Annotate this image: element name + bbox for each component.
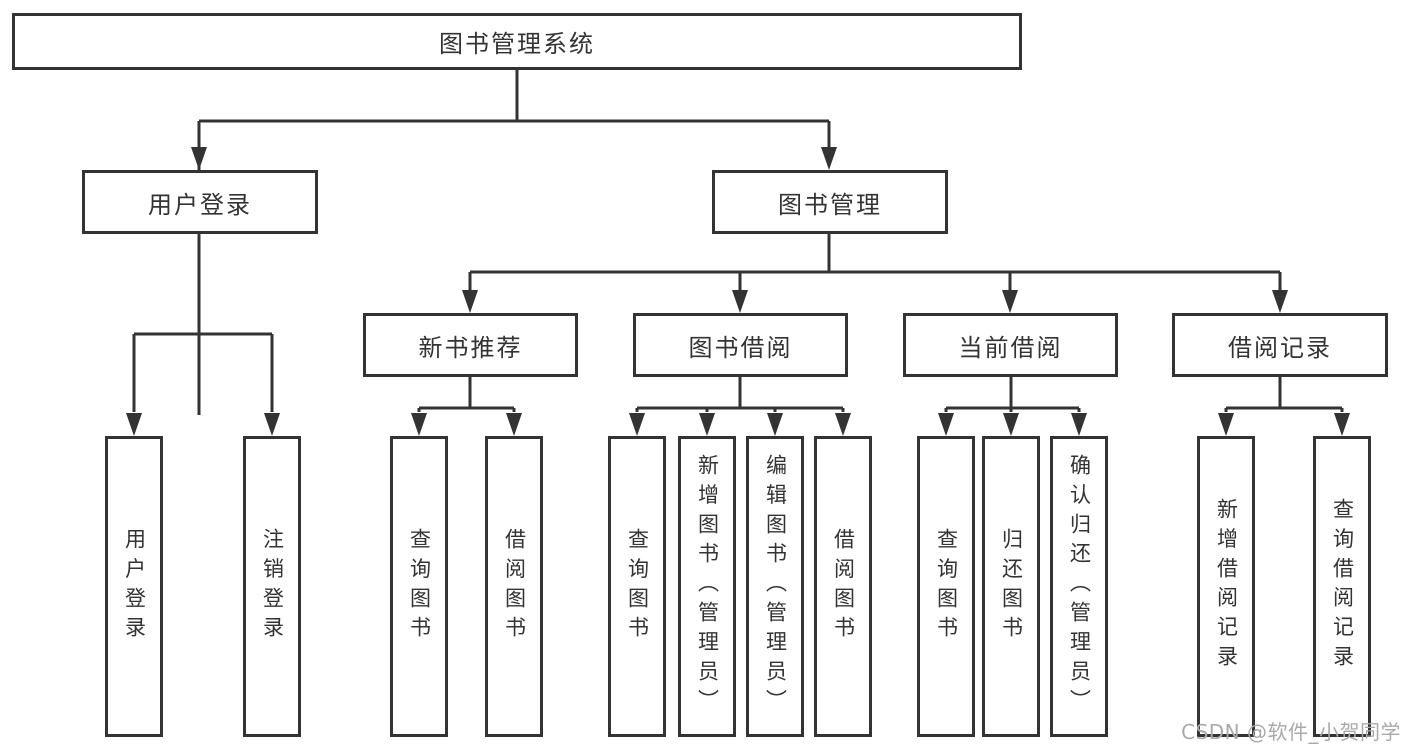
leaf-label: 确认归还（管理员） (1067, 454, 1092, 719)
leaf-add-book-admin: 新增图书（管理员） (678, 436, 736, 737)
arrowhead (1003, 413, 1019, 436)
leaf-borrow-books-borrowing: 借阅图书 (814, 436, 872, 737)
connector-borrow-to-leaves (635, 377, 845, 412)
node-book-borrowing: 图书借阅 (633, 313, 848, 377)
node-borrowing-records: 借阅记录 (1172, 313, 1388, 377)
arrowhead (1272, 290, 1288, 313)
arrowhead (191, 147, 207, 170)
arrowhead (1002, 290, 1018, 313)
leaf-logout: 注销登录 (243, 436, 301, 737)
leaf-label: 新增图书（管理员） (695, 454, 720, 719)
arrowhead (1334, 413, 1350, 436)
leaf-add-borrow-record: 新增借阅记录 (1197, 436, 1255, 737)
leaf-label: 注销登录 (260, 527, 285, 646)
leaf-user-login: 用户登录 (105, 436, 163, 737)
arrowhead (699, 413, 715, 436)
leaf-query-borrow-record: 查询借阅记录 (1313, 436, 1371, 737)
leaf-label: 用户登录 (122, 527, 147, 646)
node-book-management: 图书管理 (712, 170, 948, 234)
connector-userlogin-to-leaves (132, 234, 274, 412)
leaf-query-books-recommend: 查询图书 (390, 436, 448, 737)
leaf-confirm-return-admin: 确认归还（管理员） (1050, 436, 1108, 737)
leaf-return-book: 归还图书 (982, 436, 1040, 737)
node-label: 图书管理系统 (439, 30, 595, 58)
leaf-label: 借阅图书 (831, 527, 856, 646)
arrowhead (126, 413, 142, 436)
node-user-login: 用户登录 (82, 170, 318, 234)
node-label: 图书借阅 (688, 333, 793, 362)
arrowhead (767, 413, 783, 436)
arrowhead (1218, 413, 1234, 436)
arrowhead (411, 413, 427, 436)
arrowhead (1071, 413, 1087, 436)
arrowhead (629, 413, 645, 436)
leaf-label: 新增借阅记录 (1214, 498, 1239, 675)
leaf-label: 归还图书 (999, 527, 1024, 646)
arrowhead (462, 290, 478, 313)
connector-records-to-leaves (1224, 377, 1344, 412)
connector-newbook-to-leaves (417, 377, 516, 412)
leaf-label: 借阅图书 (502, 527, 527, 646)
node-current-borrowing: 当前借阅 (903, 313, 1118, 377)
node-library-management-system: 图书管理系统 (12, 13, 1022, 70)
leaf-query-books-borrowing: 查询图书 (608, 436, 666, 737)
leaf-label: 查询图书 (625, 527, 650, 646)
arrowhead (506, 413, 522, 436)
node-label: 新书推荐 (418, 333, 523, 362)
node-label: 图书管理 (778, 190, 882, 219)
csdn-watermark: CSDN @软件_小贺同学 (1181, 720, 1401, 744)
arrowhead (732, 290, 748, 313)
leaf-borrow-books-recommend: 借阅图书 (485, 436, 543, 737)
connector-current-to-leaves (944, 377, 1081, 412)
node-label: 用户登录 (148, 190, 252, 219)
leaf-edit-book-admin: 编辑图书（管理员） (746, 436, 804, 737)
leaf-label: 查询借阅记录 (1330, 498, 1355, 675)
leaf-label: 查询图书 (934, 527, 959, 646)
leaf-label: 编辑图书（管理员） (763, 454, 788, 719)
arrowhead (264, 413, 280, 436)
node-label: 借阅记录 (1228, 333, 1332, 362)
connector-bookmgmt-to-level3 (468, 234, 1282, 292)
arrowhead (835, 413, 851, 436)
leaf-label: 查询图书 (407, 527, 432, 646)
arrowhead (821, 147, 837, 170)
node-label: 当前借阅 (958, 333, 1063, 362)
node-new-book-recommendation: 新书推荐 (363, 313, 578, 377)
leaf-query-books-current: 查询图书 (917, 436, 975, 737)
arrowhead (938, 413, 954, 436)
